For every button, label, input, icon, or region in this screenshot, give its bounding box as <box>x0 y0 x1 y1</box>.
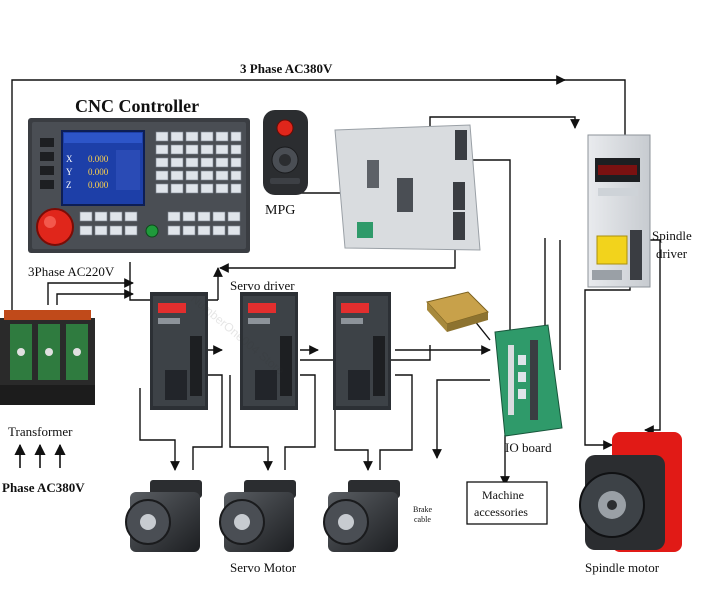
controller-interface-board <box>334 124 481 251</box>
servo-motor-1 <box>125 480 202 552</box>
wire-d2-fb <box>284 374 316 470</box>
wire-ac220-2 <box>56 289 134 305</box>
screen-z-label: Z <box>66 180 72 190</box>
label-spindle-driver-line2: driver <box>656 246 688 261</box>
wire-d1-fb <box>192 374 223 470</box>
transformer-input-arrows <box>14 443 66 468</box>
wire-d3-m3 <box>334 375 373 471</box>
label-brake-line2: cable <box>414 515 431 524</box>
emergency-stop-button <box>36 208 74 246</box>
label-machine-accessories-line2: accessories <box>474 505 528 519</box>
spindle-driver <box>587 134 651 288</box>
screen-x-value: 0.000 <box>88 154 109 164</box>
servo-driver-2 <box>240 292 298 410</box>
label-mpg: MPG <box>265 203 295 218</box>
label-spindle-motor: Spindle motor <box>585 560 660 575</box>
label-servo-motor: Servo Motor <box>230 560 297 575</box>
label-transformer: Transformer <box>8 424 73 439</box>
label-3phase-ac220v: 3Phase AC220V <box>28 264 115 279</box>
servo-motor-2 <box>219 480 296 552</box>
label-phase-ac380v-bottom: Phase AC380V <box>2 480 85 495</box>
transformer <box>0 310 95 405</box>
servo-driver-3 <box>333 292 391 410</box>
screen-y-value: 0.000 <box>88 167 109 177</box>
cycle-start-button <box>145 224 159 238</box>
wire-brake <box>432 379 490 459</box>
wire-ac220-1 <box>47 278 134 305</box>
label-cnc-controller: CNC Controller <box>75 96 199 116</box>
label-io-board: IO board <box>505 440 552 455</box>
label-machine-accessories-line1: Machine <box>482 488 524 502</box>
wire-d3-fb <box>379 374 413 470</box>
servo-motor-3 <box>323 480 400 552</box>
label-brake-line1: Brake <box>413 505 433 514</box>
screen-z-value: 0.000 <box>88 180 109 190</box>
wire-ctrl-spindle-b <box>468 159 511 340</box>
label-servo-driver: Servo driver <box>230 278 295 293</box>
power-supply <box>426 291 489 332</box>
screen-y-label: Y <box>66 167 73 177</box>
io-board <box>494 324 563 437</box>
wire-380v-top <box>11 79 626 310</box>
label-3-phase-ac380v-top: 3 Phase AC380V <box>240 61 333 76</box>
machine-accessories-box <box>466 481 548 525</box>
wire-d2-m2 <box>229 375 273 471</box>
wire-d1-m1 <box>139 388 180 471</box>
servo-driver-1 <box>150 292 208 410</box>
spindle-motor <box>579 432 682 552</box>
label-spindle-driver-line1: Spindle <box>652 228 692 243</box>
screen-x-label: X <box>66 154 73 164</box>
wiring <box>11 75 661 486</box>
wire-spindle-motor <box>584 280 631 450</box>
cnc-controller: X Y Z 0.000 0.000 0.000 <box>28 118 250 253</box>
mpg-handwheel <box>263 110 308 195</box>
controller-keypad <box>79 131 242 236</box>
